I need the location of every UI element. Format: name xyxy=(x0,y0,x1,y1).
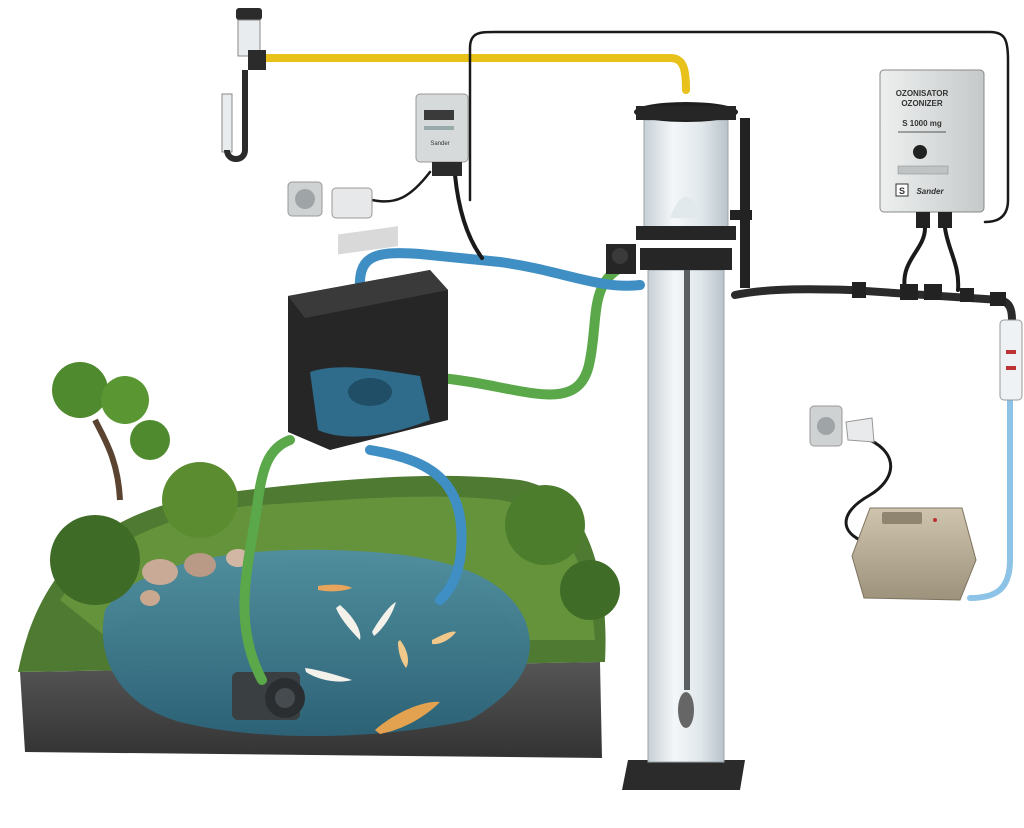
bonsai-trunk xyxy=(92,418,123,501)
power-socket-icon xyxy=(295,189,315,209)
skimmer-return-hose xyxy=(354,248,645,297)
filter-to-skimmer-hose xyxy=(435,263,625,400)
power-plug-icon xyxy=(845,417,875,443)
pond-stone xyxy=(142,559,178,585)
wall-socket xyxy=(287,181,323,217)
bonsai-foliage xyxy=(101,376,149,424)
bush xyxy=(560,560,620,620)
ozonizer-unit: OZONISATOR OZONIZER S 1000 mg S Sander xyxy=(879,69,985,228)
air-manifold-pipe xyxy=(731,285,1016,324)
ozone-output-knob xyxy=(913,145,927,159)
pond-return-hose xyxy=(365,445,467,605)
fish-icon xyxy=(432,631,456,645)
bush xyxy=(505,485,585,565)
fish-icon xyxy=(305,668,352,682)
redox-controller: Sander xyxy=(415,93,469,176)
ozonizer-brand: Sander xyxy=(916,187,944,196)
fish-icon xyxy=(375,701,440,734)
air-pump xyxy=(851,507,977,601)
air-pump-power-cable xyxy=(844,438,893,542)
ozonizer-model: S 1000 mg xyxy=(902,119,942,128)
filter-box xyxy=(288,226,448,450)
fish-icon xyxy=(372,602,396,636)
pump-supply-hose xyxy=(239,435,295,685)
pond-stone xyxy=(184,553,216,577)
probe-cable xyxy=(453,173,484,260)
ozone-air-hose xyxy=(258,54,690,94)
controller-power-cable xyxy=(370,170,432,203)
submersible-pump xyxy=(232,672,305,720)
protein-skimmer xyxy=(606,102,752,790)
power-socket-icon xyxy=(817,417,835,435)
bush xyxy=(162,462,238,538)
fish-icon xyxy=(398,640,408,668)
power-adapter xyxy=(331,187,373,219)
controller-brand: Sander xyxy=(430,141,449,147)
ozonizer-output-cable xyxy=(902,226,927,292)
ozonizer-brand-mark xyxy=(895,183,909,197)
air-flow-valve xyxy=(999,319,1023,401)
control-cable-loop xyxy=(468,30,1010,224)
bush xyxy=(50,515,140,605)
fish-icon xyxy=(318,584,352,592)
pond-stone xyxy=(140,590,160,606)
ozonizer-label-1: OZONISATOR xyxy=(896,89,949,98)
ozonizer-output-cable xyxy=(943,226,961,292)
wall-socket-2 xyxy=(809,405,875,447)
hoses xyxy=(239,30,1016,685)
pond-water xyxy=(102,549,530,737)
bonsai-foliage xyxy=(52,362,108,418)
bonsai-foliage xyxy=(130,420,170,460)
ozonizer-label-2: OZONIZER xyxy=(901,99,943,108)
air-intake-valve xyxy=(221,8,266,162)
air-pump-hose xyxy=(967,397,1013,601)
ozonizer-brand-letter: S xyxy=(899,186,905,196)
skimmer-base xyxy=(622,760,745,790)
air-manifold xyxy=(852,282,1006,306)
fish-icon xyxy=(336,605,361,640)
